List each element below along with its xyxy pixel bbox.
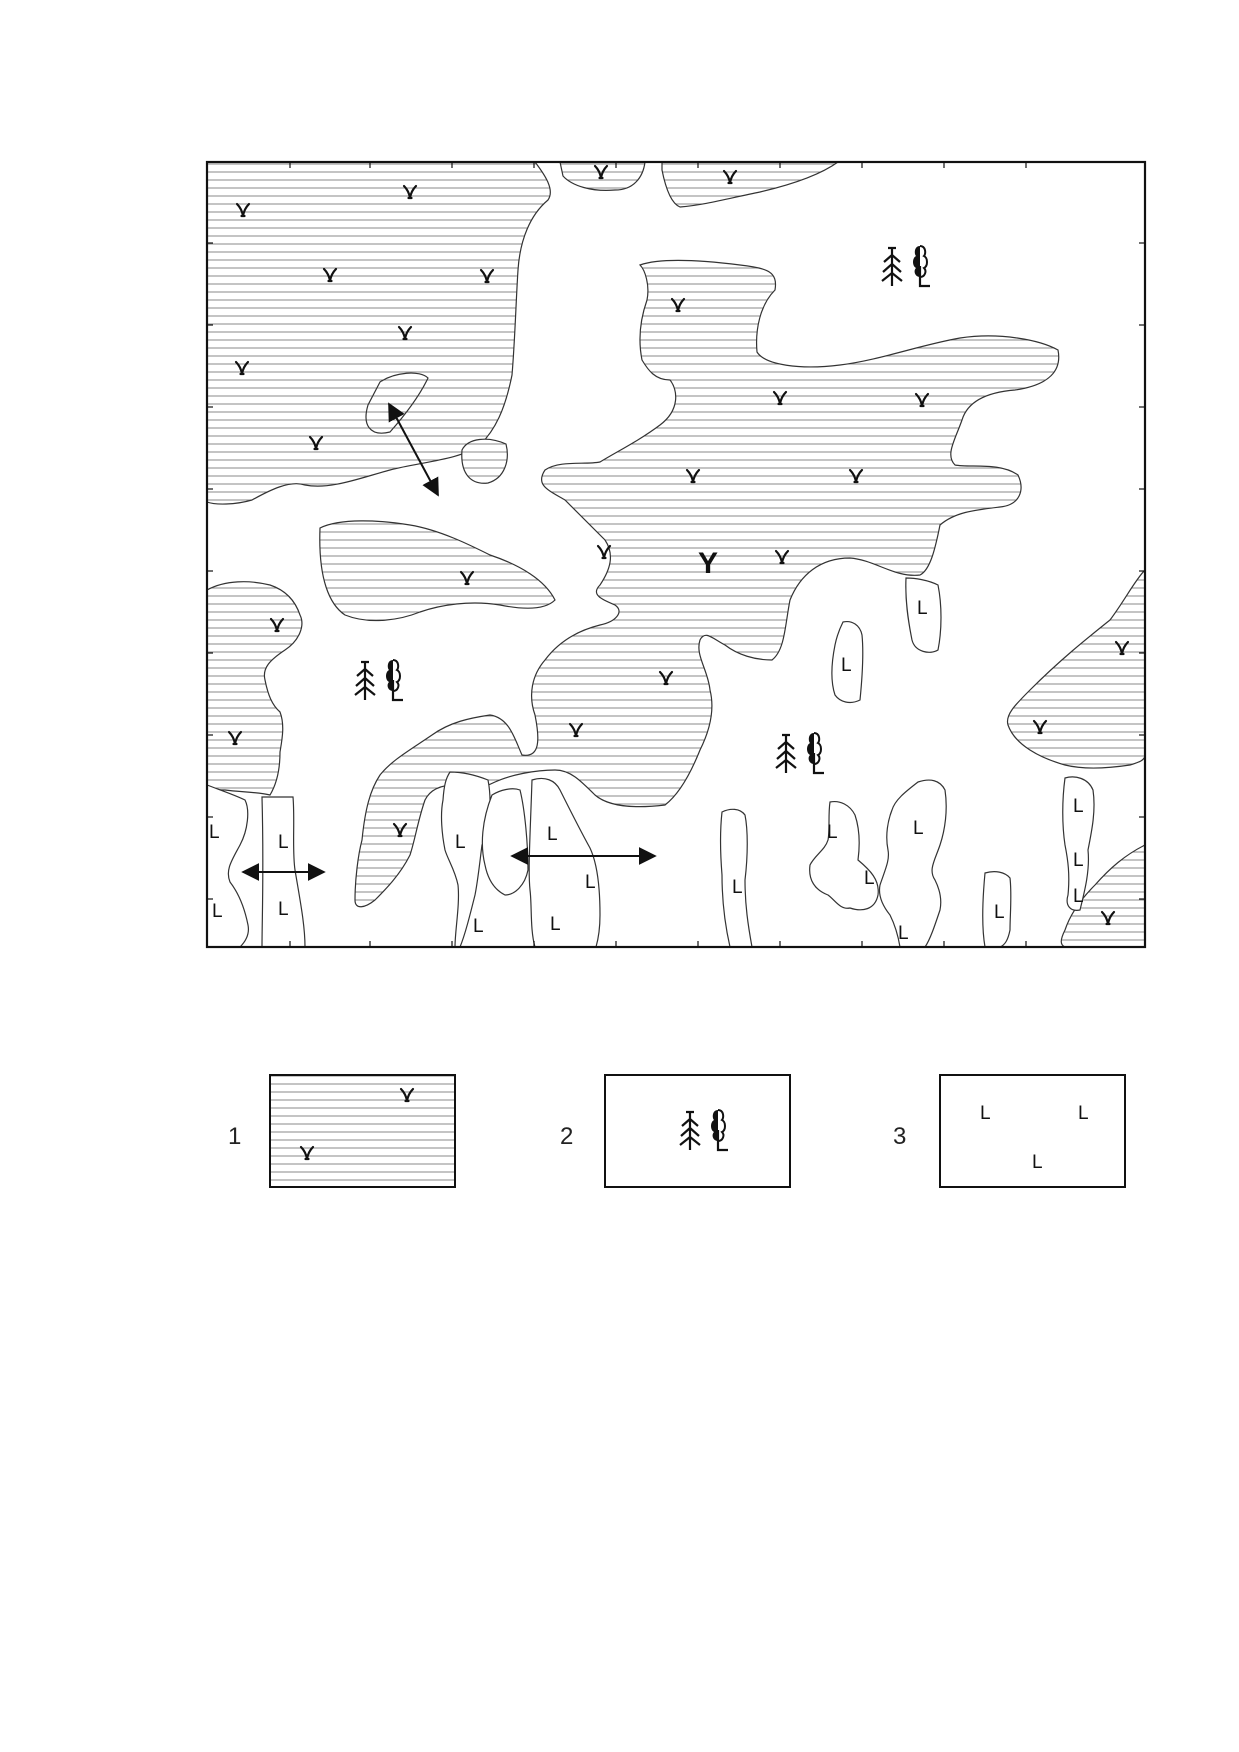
legend: 1 2 3 L L L <box>228 1074 1126 1188</box>
land-symbols: L L L L L L L L L L L L L L L L L L L L <box>209 598 1084 944</box>
land-region-11 <box>905 577 942 653</box>
land-mark: L <box>1078 1103 1089 1124</box>
land-mark: L <box>827 822 838 843</box>
land-mark: L <box>841 655 852 676</box>
land-mark: L <box>455 832 466 853</box>
land-mark: L <box>278 832 289 853</box>
land-region-6 <box>719 808 753 948</box>
land-region-9 <box>982 871 1012 948</box>
land-region-12 <box>831 620 864 704</box>
land-region-4 <box>481 788 529 896</box>
marsh-region-west <box>206 581 303 796</box>
land-mark: L <box>1073 886 1084 907</box>
land-mark: L <box>550 914 561 935</box>
land-mark: L <box>278 899 289 920</box>
land-mark: L <box>994 902 1005 923</box>
marsh-regions <box>206 161 1146 948</box>
land-mark: L <box>212 901 223 922</box>
land-mark: L <box>1073 850 1084 871</box>
marsh-region-central-island <box>319 520 556 622</box>
land-regions <box>206 577 1095 948</box>
legend-number-1: 1 <box>228 1123 241 1150</box>
marsh-islet-2 <box>461 438 508 484</box>
legend-number-3: 3 <box>893 1123 906 1150</box>
marsh-region-north-band <box>661 161 840 208</box>
map-frame-border <box>205 160 1147 949</box>
legend-swatch-marsh <box>269 1074 456 1188</box>
land-region-7 <box>809 800 879 911</box>
land-mark: L <box>547 824 558 845</box>
land-mark: L <box>864 868 875 889</box>
legend-swatch-land <box>939 1074 1126 1188</box>
marsh-region-central-y <box>354 259 1060 908</box>
land-mark: L <box>732 877 743 898</box>
land-region-1 <box>206 784 250 948</box>
legend-swatch-forest <box>604 1074 791 1188</box>
land-mark: L <box>1073 796 1084 817</box>
land-region-10 <box>1062 776 1095 911</box>
map-label-y: Y <box>698 547 718 580</box>
land-mark: L <box>980 1103 991 1124</box>
land-mark: L <box>473 916 484 937</box>
land-mark: L <box>913 818 924 839</box>
frame-ticks <box>207 162 1145 947</box>
land-mark: L <box>1032 1152 1043 1173</box>
land-mark: L <box>917 598 928 619</box>
marsh-region-east <box>1006 568 1146 769</box>
land-mark: L <box>209 822 220 843</box>
legend-number-2: 2 <box>560 1123 573 1150</box>
land-mark: L <box>585 872 596 893</box>
land-mark: L <box>898 923 909 944</box>
double-arrow-icon <box>388 402 439 497</box>
arrows <box>241 402 657 881</box>
